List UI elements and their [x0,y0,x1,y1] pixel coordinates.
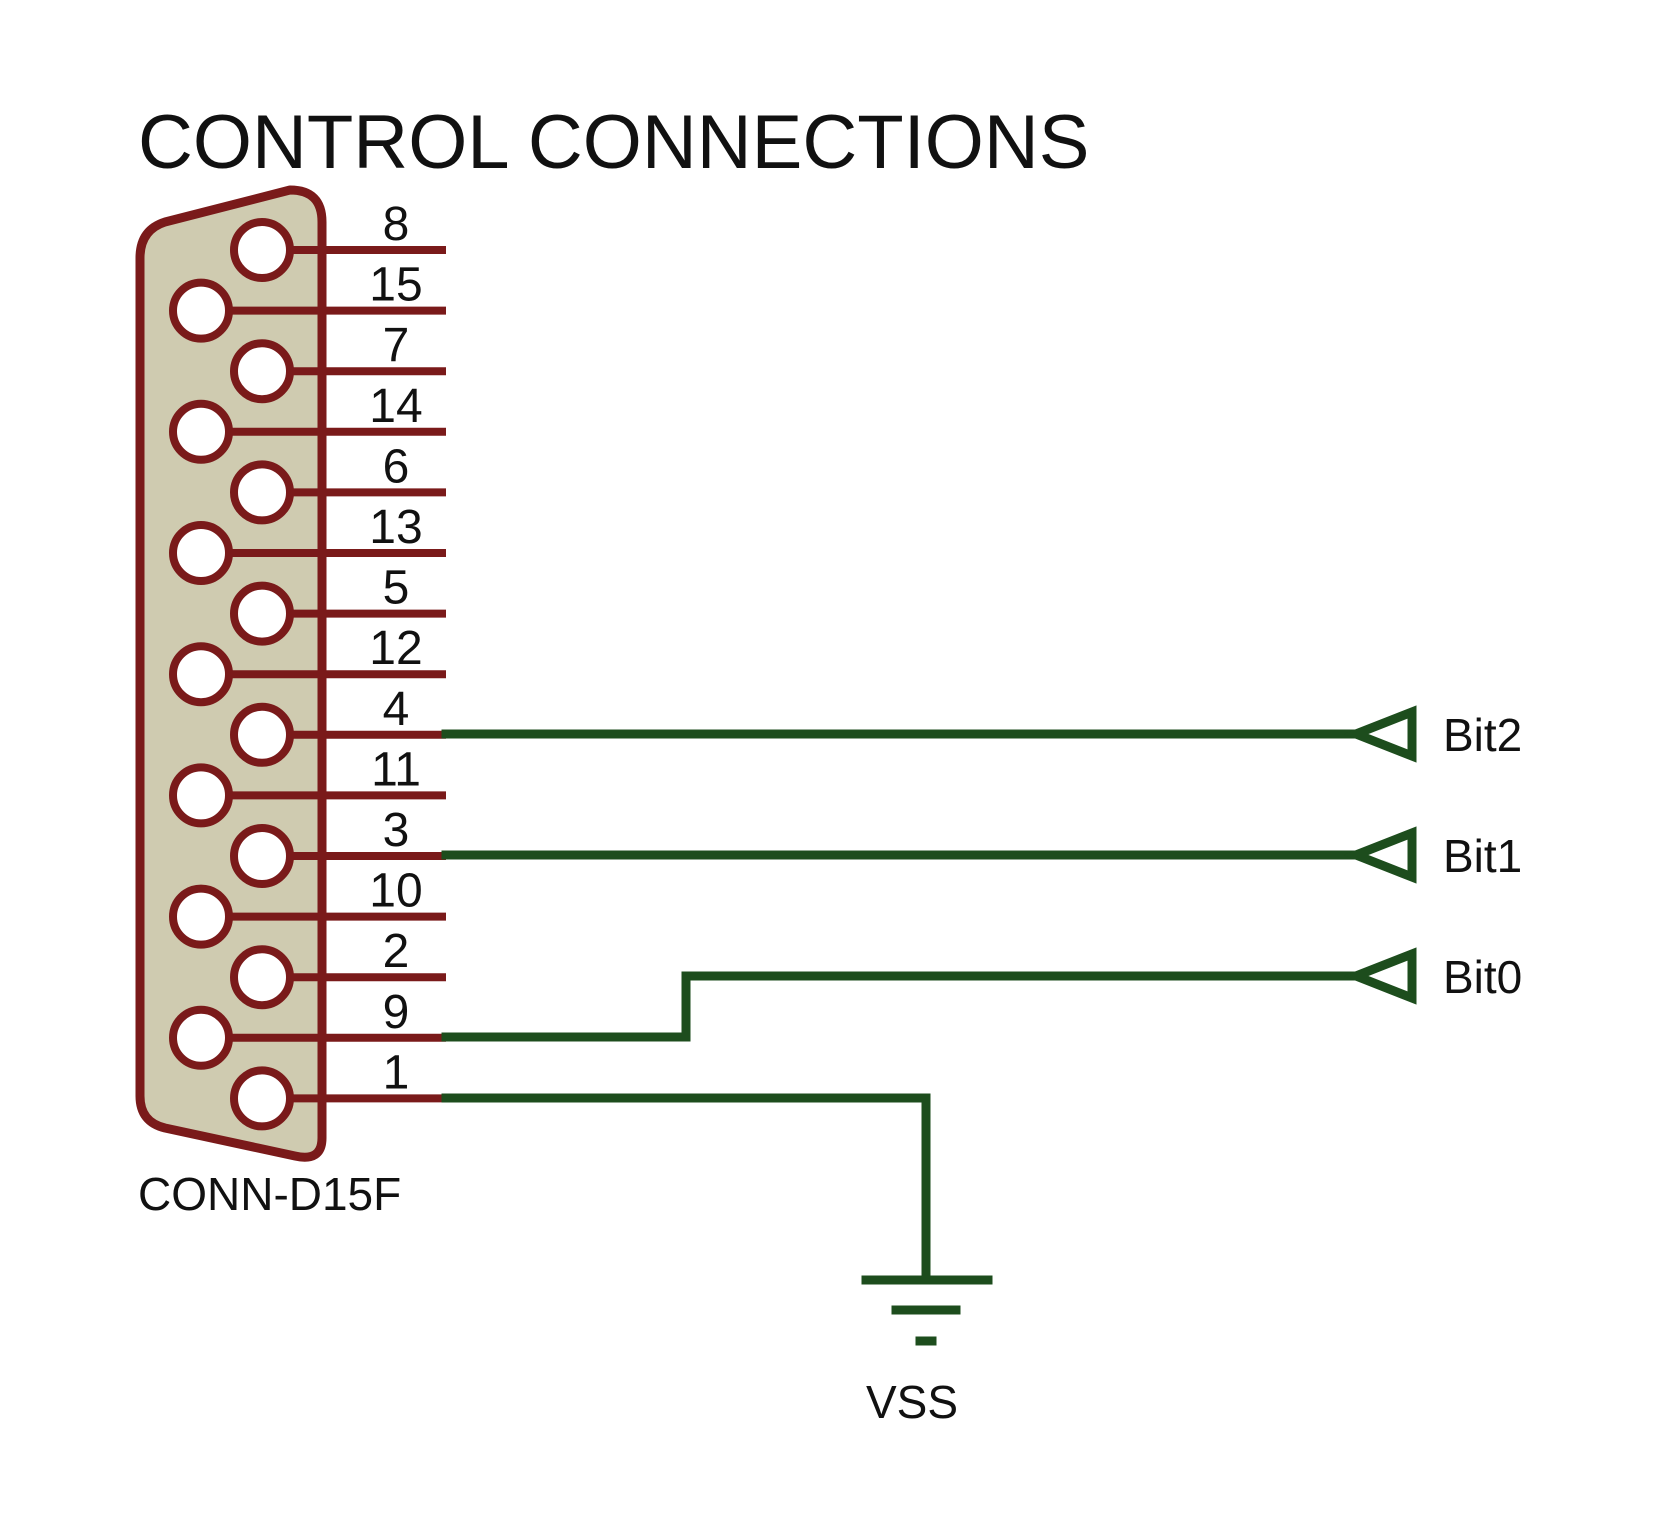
pin-socket-10 [169,884,233,949]
pin-socket-5 [230,581,294,646]
net-label-vss: VSS [866,1376,958,1428]
pin-number-3: 3 [383,804,410,857]
pin-socket-13 [169,521,233,585]
pin-number-9: 9 [383,986,410,1039]
terminal-bit1-icon [1343,826,1417,884]
pin-socket-9 [169,1005,233,1070]
connector-part-label: CONN-D15F [138,1168,401,1220]
pin-socket-6 [230,460,294,525]
pin-number-10: 10 [369,865,422,918]
pin-number-13: 13 [369,501,422,554]
net-label-bit2: Bit2 [1443,709,1522,761]
pin-number-4: 4 [383,683,410,736]
pin-socket-14 [169,399,233,464]
connector-pins: 8 15 7 14 6 13 5 12 4 11 3 10 2 9 1 [169,198,446,1131]
diagram-title: CONTROL CONNECTIONS [138,100,1089,185]
terminal-bit2-icon [1343,705,1417,763]
pin-socket-11 [169,763,233,828]
pin-socket-8 [230,218,294,282]
pin-socket-15 [169,278,233,343]
pin-number-12: 12 [369,622,422,675]
net-label-bit1: Bit1 [1443,830,1522,882]
pin-socket-2 [230,945,294,1010]
pin-number-15: 15 [369,259,422,312]
pin-number-11: 11 [371,743,421,796]
pin-number-6: 6 [383,440,410,493]
pin-number-1: 1 [383,1046,410,1099]
pin-number-5: 5 [383,562,410,615]
net-label-bit0: Bit0 [1443,951,1522,1003]
terminal-bit0-icon [1343,947,1417,1005]
pin-socket-7 [230,339,294,404]
pin-number-8: 8 [383,198,410,251]
pin-number-2: 2 [383,925,410,978]
pin-number-7: 7 [383,319,410,372]
pin-socket-4 [230,702,294,767]
pin-socket-1 [230,1066,294,1131]
wire-bit0 [441,971,1361,1042]
pin-socket-3 [230,824,294,888]
pin-number-14: 14 [369,380,422,433]
wire-vss [441,1093,931,1285]
pin-socket-12 [169,642,233,707]
